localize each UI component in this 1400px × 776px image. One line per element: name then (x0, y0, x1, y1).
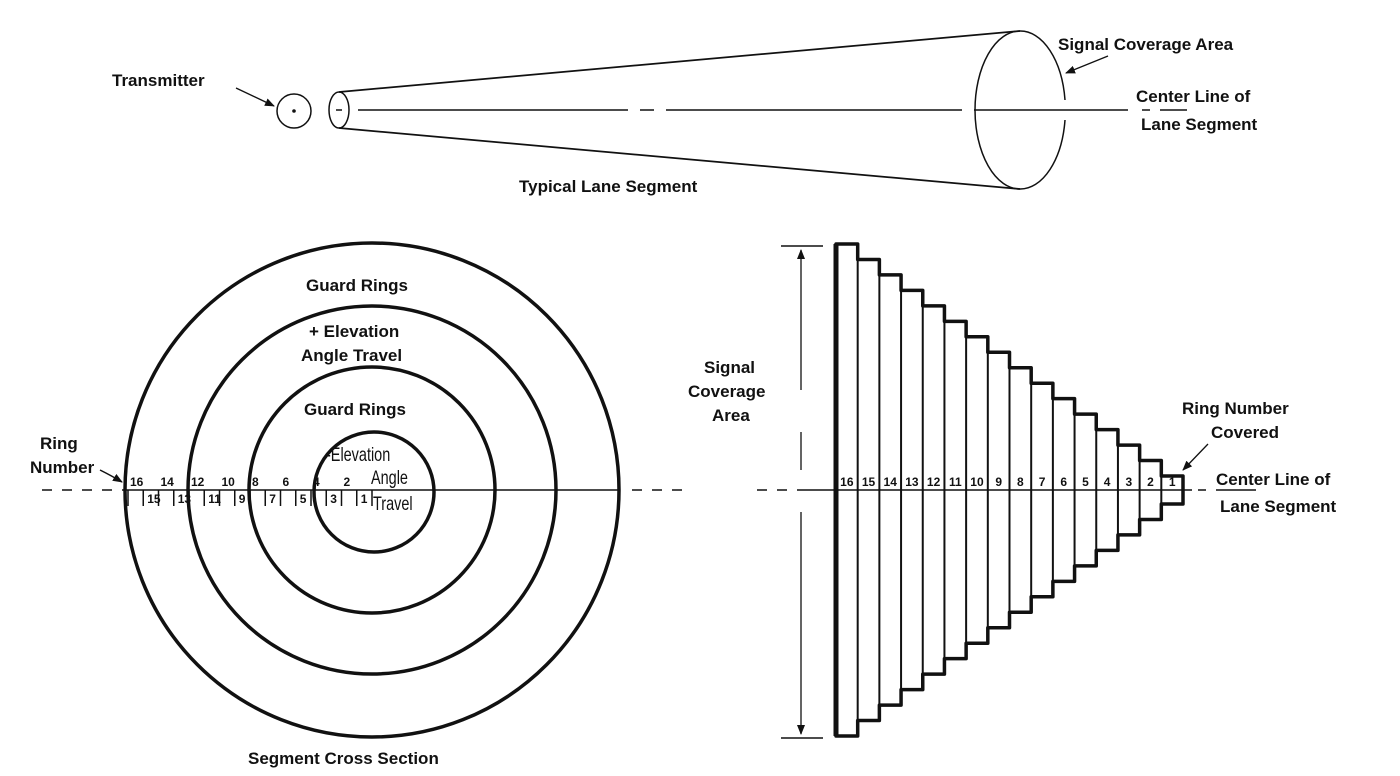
ring-number-arrow (99, 469, 123, 483)
ring-number-covered-label-1: Ring Number (1182, 399, 1289, 418)
coverage-ellipse-front-bottom (1019, 119, 1066, 190)
inner-guard-rings-label: Guard Rings (304, 400, 406, 419)
step-number-9: 9 (995, 475, 1002, 489)
step-center-line-label-1: Center Line of (1216, 470, 1331, 489)
coverage-label-2: Coverage (688, 382, 765, 401)
step-number-14: 14 (884, 475, 898, 489)
step-number-12: 12 (927, 475, 941, 489)
ring-number-6: 6 (283, 475, 290, 489)
ring-number-5: 5 (300, 492, 307, 506)
top-center-line-label-2: Lane Segment (1141, 115, 1258, 134)
ring-number-2: 2 (344, 475, 351, 489)
ring-covered-arrow (1182, 443, 1209, 471)
minus-elevation-label-2: Angle (371, 466, 408, 489)
step-number-15: 15 (862, 475, 876, 489)
ring-number-8: 8 (252, 475, 259, 489)
step-number-16: 16 (840, 475, 854, 489)
plus-elevation-label-2: Angle Travel (301, 346, 402, 365)
step-number-4: 4 (1104, 475, 1111, 489)
cone-bottom-edge (338, 127, 1021, 190)
outer-guard-rings-label: Guard Rings (306, 276, 408, 295)
typical-lane-segment-title: Typical Lane Segment (519, 177, 698, 196)
ring-tick-marks (127, 490, 373, 506)
ring-number-11: 11 (208, 492, 221, 506)
staircase-outline (834, 242, 1185, 738)
ring-number-9: 9 (239, 492, 246, 506)
step-number-1: 1 (1169, 475, 1176, 489)
ring-number-4: 4 (313, 475, 320, 489)
ring-number-13: 13 (178, 492, 192, 506)
coverage-arrow (1065, 55, 1109, 74)
ring-number-label-1: Ring (40, 434, 78, 453)
coverage-ellipse-front-top (1019, 30, 1066, 101)
ring-number-16: 16 (130, 475, 144, 489)
transmitter-icon (276, 93, 312, 129)
ring-number-7: 7 (269, 492, 276, 506)
step-number-3: 3 (1125, 475, 1132, 489)
ring-number-3: 3 (330, 492, 337, 506)
elevation-minus-ring (312, 430, 436, 554)
step-number-8: 8 (1017, 475, 1024, 489)
coverage-label-3: Area (712, 406, 750, 425)
step-number-11: 11 (949, 475, 962, 489)
stepped-coverage-diagram: Signal Coverage Area 16 15 14 13 12 11 1… (688, 242, 1337, 739)
typical-lane-segment: Transmitter Signal Coverage Area Center … (112, 30, 1258, 196)
ring-number-15: 15 (147, 492, 161, 506)
step-number-2: 2 (1147, 475, 1154, 489)
ring-number-covered-label-2: Covered (1211, 423, 1279, 442)
minus-elevation-label-1: -Elevation (326, 443, 390, 466)
step-number-10: 10 (970, 475, 984, 489)
coverage-label-1: Signal (704, 358, 755, 377)
segment-cross-section-title: Segment Cross Section (248, 749, 439, 768)
transmitter-dot (292, 109, 296, 113)
ring-number-1: 1 (361, 492, 368, 506)
plus-elevation-label-1: + Elevation (309, 322, 399, 341)
minus-elevation-label-3: Travel (373, 492, 413, 515)
step-center-line-label-2: Lane Segment (1220, 497, 1337, 516)
ring-numbers: 16 14 12 10 8 6 4 2 15 13 11 9 7 5 3 1 (130, 475, 368, 506)
step-ring-numbers: 16 15 14 13 12 11 10 9 8 7 6 5 4 3 2 1 (840, 475, 1176, 489)
segment-cross-section: 16 14 12 10 8 6 4 2 15 13 11 9 7 5 3 1 G… (30, 241, 682, 768)
step-number-7: 7 (1039, 475, 1046, 489)
transmitter-label: Transmitter (112, 71, 205, 90)
ring-number-10: 10 (222, 475, 236, 489)
ring-number-12: 12 (191, 475, 205, 489)
ring-number-label-2: Number (30, 458, 95, 477)
ring-number-14: 14 (161, 475, 175, 489)
step-number-6: 6 (1060, 475, 1067, 489)
top-center-line-label-1: Center Line of (1136, 87, 1251, 106)
transmitter-arrow (235, 87, 275, 107)
signal-coverage-area-label: Signal Coverage Area (1058, 35, 1234, 54)
step-number-5: 5 (1082, 475, 1089, 489)
step-number-13: 13 (905, 475, 919, 489)
cone-top-edge (338, 30, 1021, 93)
